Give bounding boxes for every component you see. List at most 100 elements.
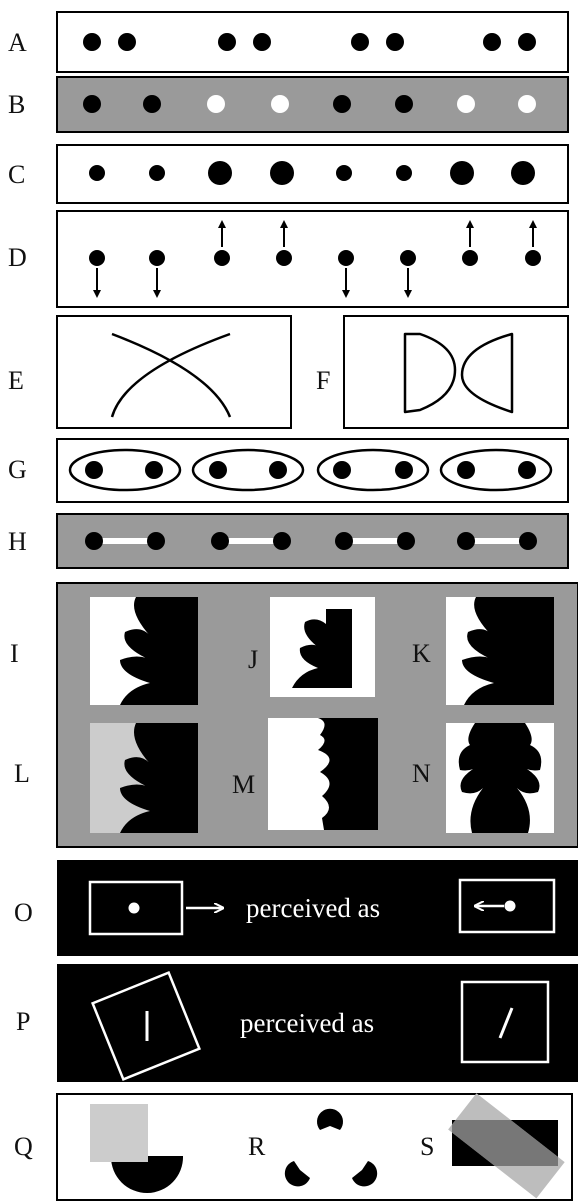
perceived-dot — [504, 900, 516, 912]
panel-r — [284, 1108, 378, 1187]
region-ellipse — [439, 448, 553, 492]
panel-l — [90, 723, 198, 833]
panel-g: G — [8, 438, 569, 503]
perceived-as-caption-o: perceived as — [246, 893, 380, 923]
panel-b-frame — [56, 76, 569, 133]
panel-label-p: P — [16, 1007, 30, 1036]
dot — [89, 250, 105, 266]
dot — [400, 250, 416, 266]
perceived-frame — [458, 878, 556, 934]
panel-m-figure — [268, 718, 330, 830]
curve — [111, 332, 232, 418]
closed-shape — [403, 332, 457, 414]
large-dot — [450, 161, 474, 185]
dot — [149, 250, 165, 266]
panel-label-a: A — [8, 28, 27, 57]
panel-q — [90, 1104, 184, 1193]
small-dot — [396, 165, 412, 181]
region-ellipse — [316, 448, 430, 492]
dot — [147, 532, 165, 550]
pacman-inducer — [317, 1108, 343, 1130]
panel-n-figure — [458, 723, 542, 833]
panel-j-figure — [292, 609, 352, 688]
dot — [395, 461, 413, 479]
dot — [333, 461, 351, 479]
panel-e-frame — [56, 315, 292, 429]
dot — [457, 461, 475, 479]
panel-j — [270, 597, 375, 697]
dot — [519, 532, 537, 550]
panel-label-k: K — [412, 639, 431, 668]
small-dot — [89, 165, 105, 181]
panel-a: A — [8, 11, 569, 73]
region-ellipse — [191, 448, 305, 492]
white-dot — [271, 95, 289, 113]
panel-c-frame — [56, 144, 569, 204]
stationary-dot — [128, 902, 140, 914]
panel-label-n: N — [412, 759, 431, 788]
white-dot — [457, 95, 475, 113]
panel-i — [90, 597, 198, 705]
curve — [110, 332, 231, 418]
black-dot — [83, 95, 101, 113]
panel-label-h: H — [8, 527, 27, 556]
panel-e: E — [8, 315, 292, 429]
panel-g-frame — [56, 438, 569, 503]
stripe-dark-overlap — [452, 1120, 558, 1166]
tilted-rod — [498, 1007, 514, 1039]
moving-frame — [88, 880, 184, 936]
panel-label-i: I — [10, 639, 19, 668]
dot — [273, 532, 291, 550]
small-dot — [149, 165, 165, 181]
tilted-frame — [90, 970, 202, 1082]
panel-label-g: G — [8, 455, 27, 484]
dot — [462, 250, 478, 266]
dot — [518, 461, 536, 479]
dot — [118, 33, 136, 51]
dot — [209, 461, 227, 479]
dot — [525, 250, 541, 266]
panel-label-r: R — [248, 1132, 266, 1161]
panel-label-c: C — [8, 160, 25, 189]
panel-p: P perceived as — [16, 964, 578, 1082]
panel-b: B — [8, 76, 569, 133]
closed-shape — [460, 332, 514, 414]
panel-n — [446, 723, 554, 833]
dot — [483, 33, 501, 51]
pacman-inducer — [352, 1161, 378, 1187]
panel-label-j: J — [248, 645, 258, 674]
panel-m — [268, 718, 378, 830]
panel-o-frame — [57, 860, 578, 956]
panel-label-e: E — [8, 366, 24, 395]
upright-frame — [460, 980, 550, 1064]
dot — [335, 532, 353, 550]
region-ellipse — [68, 448, 182, 492]
dot — [145, 461, 163, 479]
panel-o: O perceived as — [14, 860, 578, 956]
perceived-as-caption-p: perceived as — [240, 1008, 374, 1038]
panel-l-figure — [120, 723, 198, 833]
dot — [214, 250, 230, 266]
large-dot — [511, 161, 535, 185]
dot — [457, 532, 475, 550]
dot — [518, 33, 536, 51]
dot — [276, 250, 292, 266]
dot — [83, 33, 101, 51]
dot — [351, 33, 369, 51]
panel-label-q: Q — [14, 1132, 33, 1161]
panel-s — [448, 1093, 565, 1199]
panel-d-frame — [56, 210, 569, 308]
dot — [85, 532, 103, 550]
white-dot — [518, 95, 536, 113]
black-dot — [143, 95, 161, 113]
dot — [253, 33, 271, 51]
panel-figure-ground: I J K L M N — [10, 582, 578, 848]
panel-i-figure — [120, 597, 198, 705]
dot — [397, 532, 415, 550]
panel-h: H — [8, 513, 569, 569]
panel-label-b: B — [8, 90, 25, 119]
dot — [386, 33, 404, 51]
panel-f: F — [316, 315, 569, 429]
panel-qrs: Q R S — [14, 1093, 573, 1201]
small-dot — [336, 165, 352, 181]
